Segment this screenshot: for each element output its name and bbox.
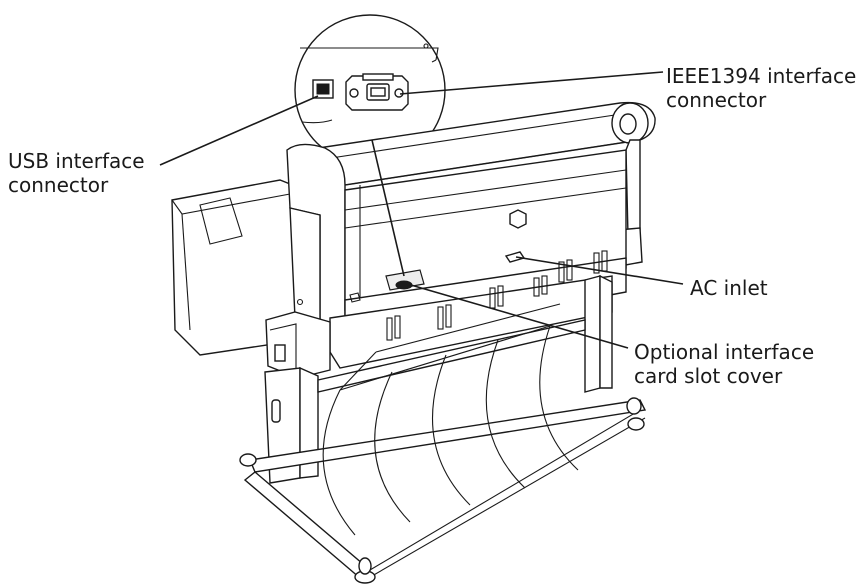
optional-label-line1: Optional interface xyxy=(634,340,815,364)
usb-connector-label: USB interface connector xyxy=(8,149,145,197)
ieee-label-line2: connector xyxy=(666,88,767,112)
usb-label-line2: connector xyxy=(8,173,109,197)
printer-illustration xyxy=(171,101,656,584)
optional-card-slot-label: Optional interface card slot cover xyxy=(634,340,814,388)
inset-pointer-line xyxy=(371,139,405,277)
optional-card-slot-icon xyxy=(385,269,425,291)
usb-label-line1: USB interface xyxy=(8,149,145,173)
leader-lines xyxy=(159,71,684,349)
ieee-label-line1: IEEE1394 interface xyxy=(666,64,857,88)
usb-leader-line xyxy=(159,95,319,166)
ac-leader-line xyxy=(515,256,684,285)
ac-inlet-label: AC inlet xyxy=(690,276,768,300)
optional-label-line2: card slot cover xyxy=(634,364,783,388)
optional-leader-line xyxy=(403,282,629,349)
ac-label-line1: AC inlet xyxy=(690,276,768,300)
ieee-leader-line xyxy=(399,71,664,95)
ieee1394-connector-label: IEEE1394 interface connector xyxy=(666,64,856,112)
usb-port-icon xyxy=(312,79,334,99)
magnified-connector-inset xyxy=(294,14,446,166)
caster-icon xyxy=(239,397,645,584)
ieee1394-port-icon xyxy=(345,73,409,111)
